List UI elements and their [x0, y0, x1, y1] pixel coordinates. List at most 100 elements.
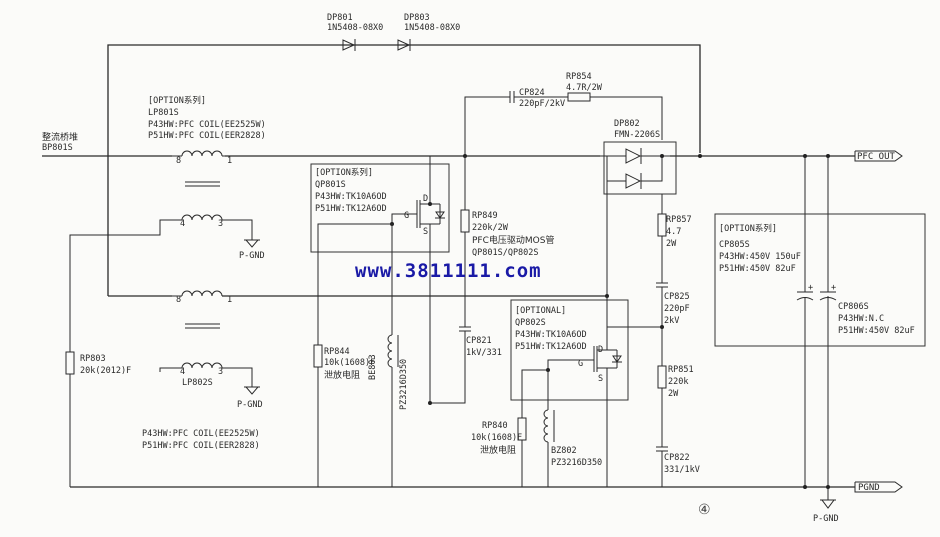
qp801-p43: P43HW:TK10A6OD	[315, 192, 387, 202]
dp802-ref: DP802	[614, 119, 640, 129]
dp801-ref: DP801	[327, 13, 353, 23]
cp805-ref: CP805S	[719, 240, 750, 250]
cp806-option-box	[714, 213, 926, 347]
rp844-cn: 泄放电阻	[324, 369, 360, 381]
rp857-val2: 2W	[666, 239, 677, 249]
cp822-ref: CP822	[664, 453, 690, 463]
bz802-ref: BZ802	[551, 446, 577, 456]
rp851-val2: 2W	[668, 389, 679, 399]
rp854-val: 4.7R/2W	[566, 83, 603, 93]
rp849-note-cn: PFC电压驱动MOS管	[472, 234, 554, 246]
pfc-out-label: PFC_OUT	[857, 152, 896, 162]
svg-text:+: +	[808, 283, 813, 293]
lp801-option: [OPTION系列]	[148, 95, 206, 106]
rp851-val1: 220k	[668, 377, 688, 387]
rp803-resistor	[65, 296, 75, 487]
lp801-ref: LP801S	[148, 108, 179, 118]
rp854-ref: RP854	[566, 72, 592, 82]
cp824-ref: CP824	[519, 88, 545, 98]
lp801-p43: P43HW:PFC COIL(EE2525W)	[148, 120, 266, 130]
qp801-d: D	[423, 194, 428, 204]
rp857-ref: RP857	[666, 215, 692, 225]
cp825-ref: CP825	[664, 292, 690, 302]
qp802-s: S	[598, 374, 603, 384]
dp801-part: 1N5408-08X0	[327, 23, 383, 33]
dp803-part: 1N5408-08X0	[404, 23, 460, 33]
cp805-p51: P51HW:450V 82uF	[719, 264, 796, 274]
snubber-top	[428, 91, 663, 405]
qp801-option: [OPTION系列]	[315, 167, 373, 178]
rp844-resistor	[313, 344, 323, 487]
rp840-val: 10k(1608)F	[471, 433, 522, 443]
rp844-ref: RP844	[324, 347, 350, 357]
lp801-coil	[69, 150, 260, 296]
pgnd-rail	[70, 296, 903, 509]
cp821-ref: CP821	[466, 336, 492, 346]
top-diode-rail	[107, 39, 701, 296]
lp801-pin4: 4	[180, 219, 185, 229]
svg-text:+: +	[831, 283, 836, 293]
lp802-p51: P51HW:PFC COIL(EER2828)	[142, 441, 260, 451]
lp802-ref: LP802S	[182, 378, 213, 388]
cp806-option: [OPTION系列]	[719, 223, 777, 234]
rp840-ref: RP840	[482, 421, 508, 431]
rp803-val: 20k(2012)F	[80, 366, 131, 376]
dp802-box	[600, 141, 702, 298]
bz802-ferrite	[543, 370, 555, 487]
rp849-note2: QP801S/QP802S	[472, 248, 539, 258]
qp801-ref: QP801S	[315, 180, 346, 190]
input-rail	[42, 150, 903, 162]
lp801-pgnd: P-GND	[239, 251, 265, 261]
lp801-pin8: 8	[176, 156, 181, 166]
qp802-d: D	[598, 345, 603, 355]
bridge-ref: BP801S	[42, 143, 73, 153]
cp824-val: 220pF/2kV	[519, 99, 565, 109]
qp802-option: [OPTIONAL]	[515, 306, 566, 316]
cp805-p43: P43HW:450V 150uF	[719, 252, 801, 262]
page-number: ④	[698, 502, 711, 518]
lp801-pin3: 3	[218, 219, 223, 229]
qp801-s: S	[423, 227, 428, 237]
lp801-p51: P51HW:PFC COIL(EER2828)	[148, 131, 266, 141]
qp801-p51: P51HW:TK12A6OD	[315, 204, 387, 214]
lp802-pgnd: P-GND	[237, 400, 263, 410]
qp802-p43: P43HW:TK10A6OD	[515, 330, 587, 340]
rp857-val1: 4.7	[666, 227, 681, 237]
lp802-pin1: 1	[227, 295, 232, 305]
lp802-p43: P43HW:PFC COIL(EE2525W)	[142, 429, 260, 439]
cp825-val1: 220pF	[664, 304, 690, 314]
qp801-g: G	[404, 211, 409, 221]
rp840-resistor	[517, 417, 527, 487]
be803-ref: BE803	[368, 354, 378, 380]
rp840-cn: 泄放电阻	[480, 444, 516, 456]
cp806-ref: CP806S	[838, 302, 869, 312]
dp803-ref: DP803	[404, 13, 430, 23]
lp802-pin3: 3	[218, 367, 223, 377]
cp822-val: 331/1kV	[664, 465, 700, 475]
cp821-val: 1kV/331	[466, 348, 502, 358]
dp802-part: FMN-2206S	[614, 130, 660, 140]
second-rail	[108, 290, 607, 395]
right-chain	[620, 194, 668, 487]
watermark: www.3811111.com	[355, 260, 542, 282]
rp844-val: 10k(1608)F	[324, 358, 375, 368]
lp802-pin4: 4	[180, 367, 185, 377]
lp802-pin8: 8	[176, 295, 181, 305]
rp849-ref: RP849	[472, 211, 498, 221]
be803-part: PZ3216D350	[399, 359, 409, 410]
cp825-val2: 2kV	[664, 316, 679, 326]
cp806-p51: P51HW:450V 82uF	[838, 326, 915, 336]
qp802-p51: P51HW:TK12A6OD	[515, 342, 587, 352]
pgnd-symbol-label: P-GND	[813, 514, 839, 524]
bridge-cn: 整流桥堆	[42, 131, 78, 143]
qp802-ref: QP802S	[515, 318, 546, 328]
cp806-p43: P43HW:N.C	[838, 314, 884, 324]
rp849-val: 220k/2W	[472, 223, 509, 233]
qp802-g: G	[578, 359, 583, 369]
be803-ferrite	[387, 224, 399, 487]
pgnd-label: PGND	[858, 483, 880, 493]
lp801-pin1: 1	[227, 156, 232, 166]
rp803-ref: RP803	[80, 354, 106, 364]
